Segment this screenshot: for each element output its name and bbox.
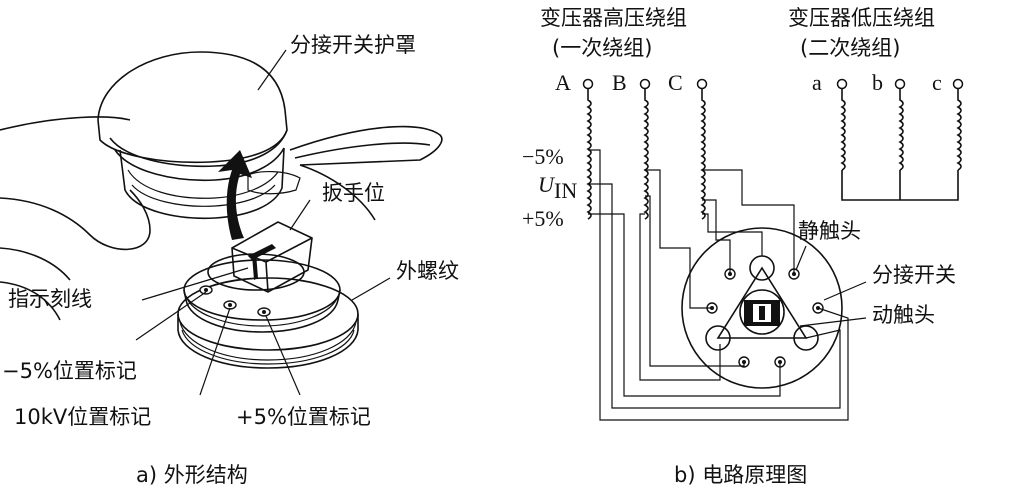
- tap-plus-label: +5%: [522, 206, 564, 231]
- thread-label: 外螺纹: [396, 259, 459, 283]
- static-contact-label: 静触头: [798, 219, 861, 243]
- tap-minus-label: −5%: [522, 144, 564, 169]
- tap-switch: [681, 227, 843, 389]
- wrench-block: [231, 221, 313, 293]
- moving-contact-label: 动触头: [872, 303, 935, 327]
- indicator-label: 指示刻线: [8, 287, 92, 311]
- kv-position-label: 10kV位置标记: [14, 405, 151, 429]
- terminal-b: b: [872, 70, 883, 95]
- switch-label: 分接开关: [872, 263, 956, 287]
- switch-base: [177, 253, 359, 369]
- plus-position-label: +5%位置标记: [236, 405, 371, 429]
- tap-mid-subscript: IN: [554, 178, 577, 203]
- tap-wiring: [588, 149, 849, 421]
- winding-C: [700, 88, 706, 220]
- hv-title-1: 变压器高压绕组: [540, 6, 687, 30]
- rotation-arrow: [218, 150, 252, 240]
- terminal-A: A: [555, 70, 571, 95]
- terminal-B: B: [612, 70, 627, 95]
- terminal-c: c: [932, 70, 942, 95]
- terminal-a: a: [812, 70, 822, 95]
- caption-a: a) 外形结构: [136, 463, 248, 487]
- lv-title-1: 变压器低压绕组: [788, 6, 935, 30]
- winding-B: [643, 88, 649, 220]
- wrench-label: 扳手位: [322, 181, 385, 205]
- terminal-C: C: [668, 70, 683, 95]
- lv-neutral-bus: [841, 170, 959, 201]
- minus-position-label: −5%位置标记: [2, 359, 137, 383]
- cover-label: 分接开关护罩: [290, 33, 416, 57]
- winding-c: [956, 88, 962, 171]
- caption-b: b) 电路原理图: [674, 463, 807, 487]
- lv-title-2: (二次绕组): [800, 36, 900, 60]
- winding-A: [586, 88, 592, 220]
- hv-title-2: (一次绕组): [552, 36, 652, 60]
- tap-mid-label: U: [538, 172, 556, 197]
- winding-a: [840, 88, 846, 171]
- cover-cap: [97, 51, 288, 220]
- winding-b: [898, 88, 904, 171]
- windings: [586, 88, 962, 220]
- structure-drawing: [0, 49, 443, 396]
